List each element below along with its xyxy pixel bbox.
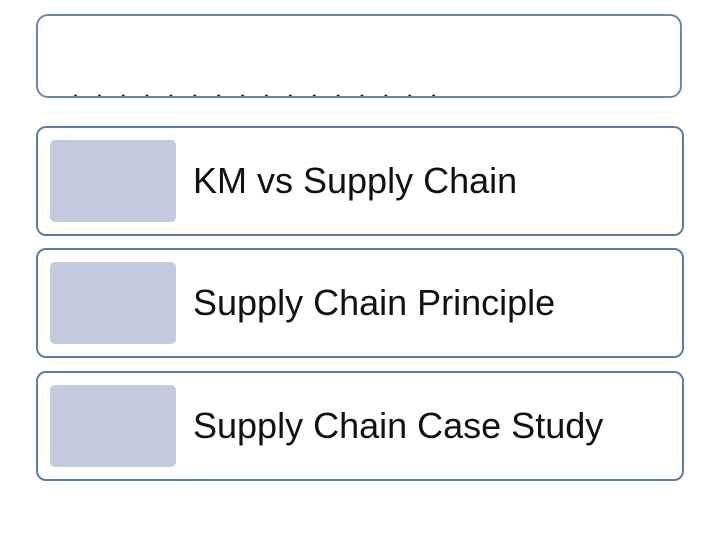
list-item-km-vs-supply-chain: KM vs Supply Chain: [36, 126, 684, 236]
title-box: ���������������� ������������: [36, 14, 682, 98]
item-bullet-block: [50, 262, 176, 344]
slide-title: ���������������� ������������: [64, 20, 682, 98]
list-item-supply-chain-case-study: Supply Chain Case Study: [36, 371, 684, 481]
item-bullet-block: [50, 140, 176, 222]
title-line-1: ����������������: [64, 96, 682, 98]
list-item-supply-chain-principle: Supply Chain Principle: [36, 248, 684, 358]
item-bullet-block: [50, 385, 176, 467]
list-item-label: KM vs Supply Chain: [193, 160, 518, 201]
list-item-label: Supply Chain Principle: [193, 282, 556, 323]
list-item-label: Supply Chain Case Study: [193, 405, 604, 446]
